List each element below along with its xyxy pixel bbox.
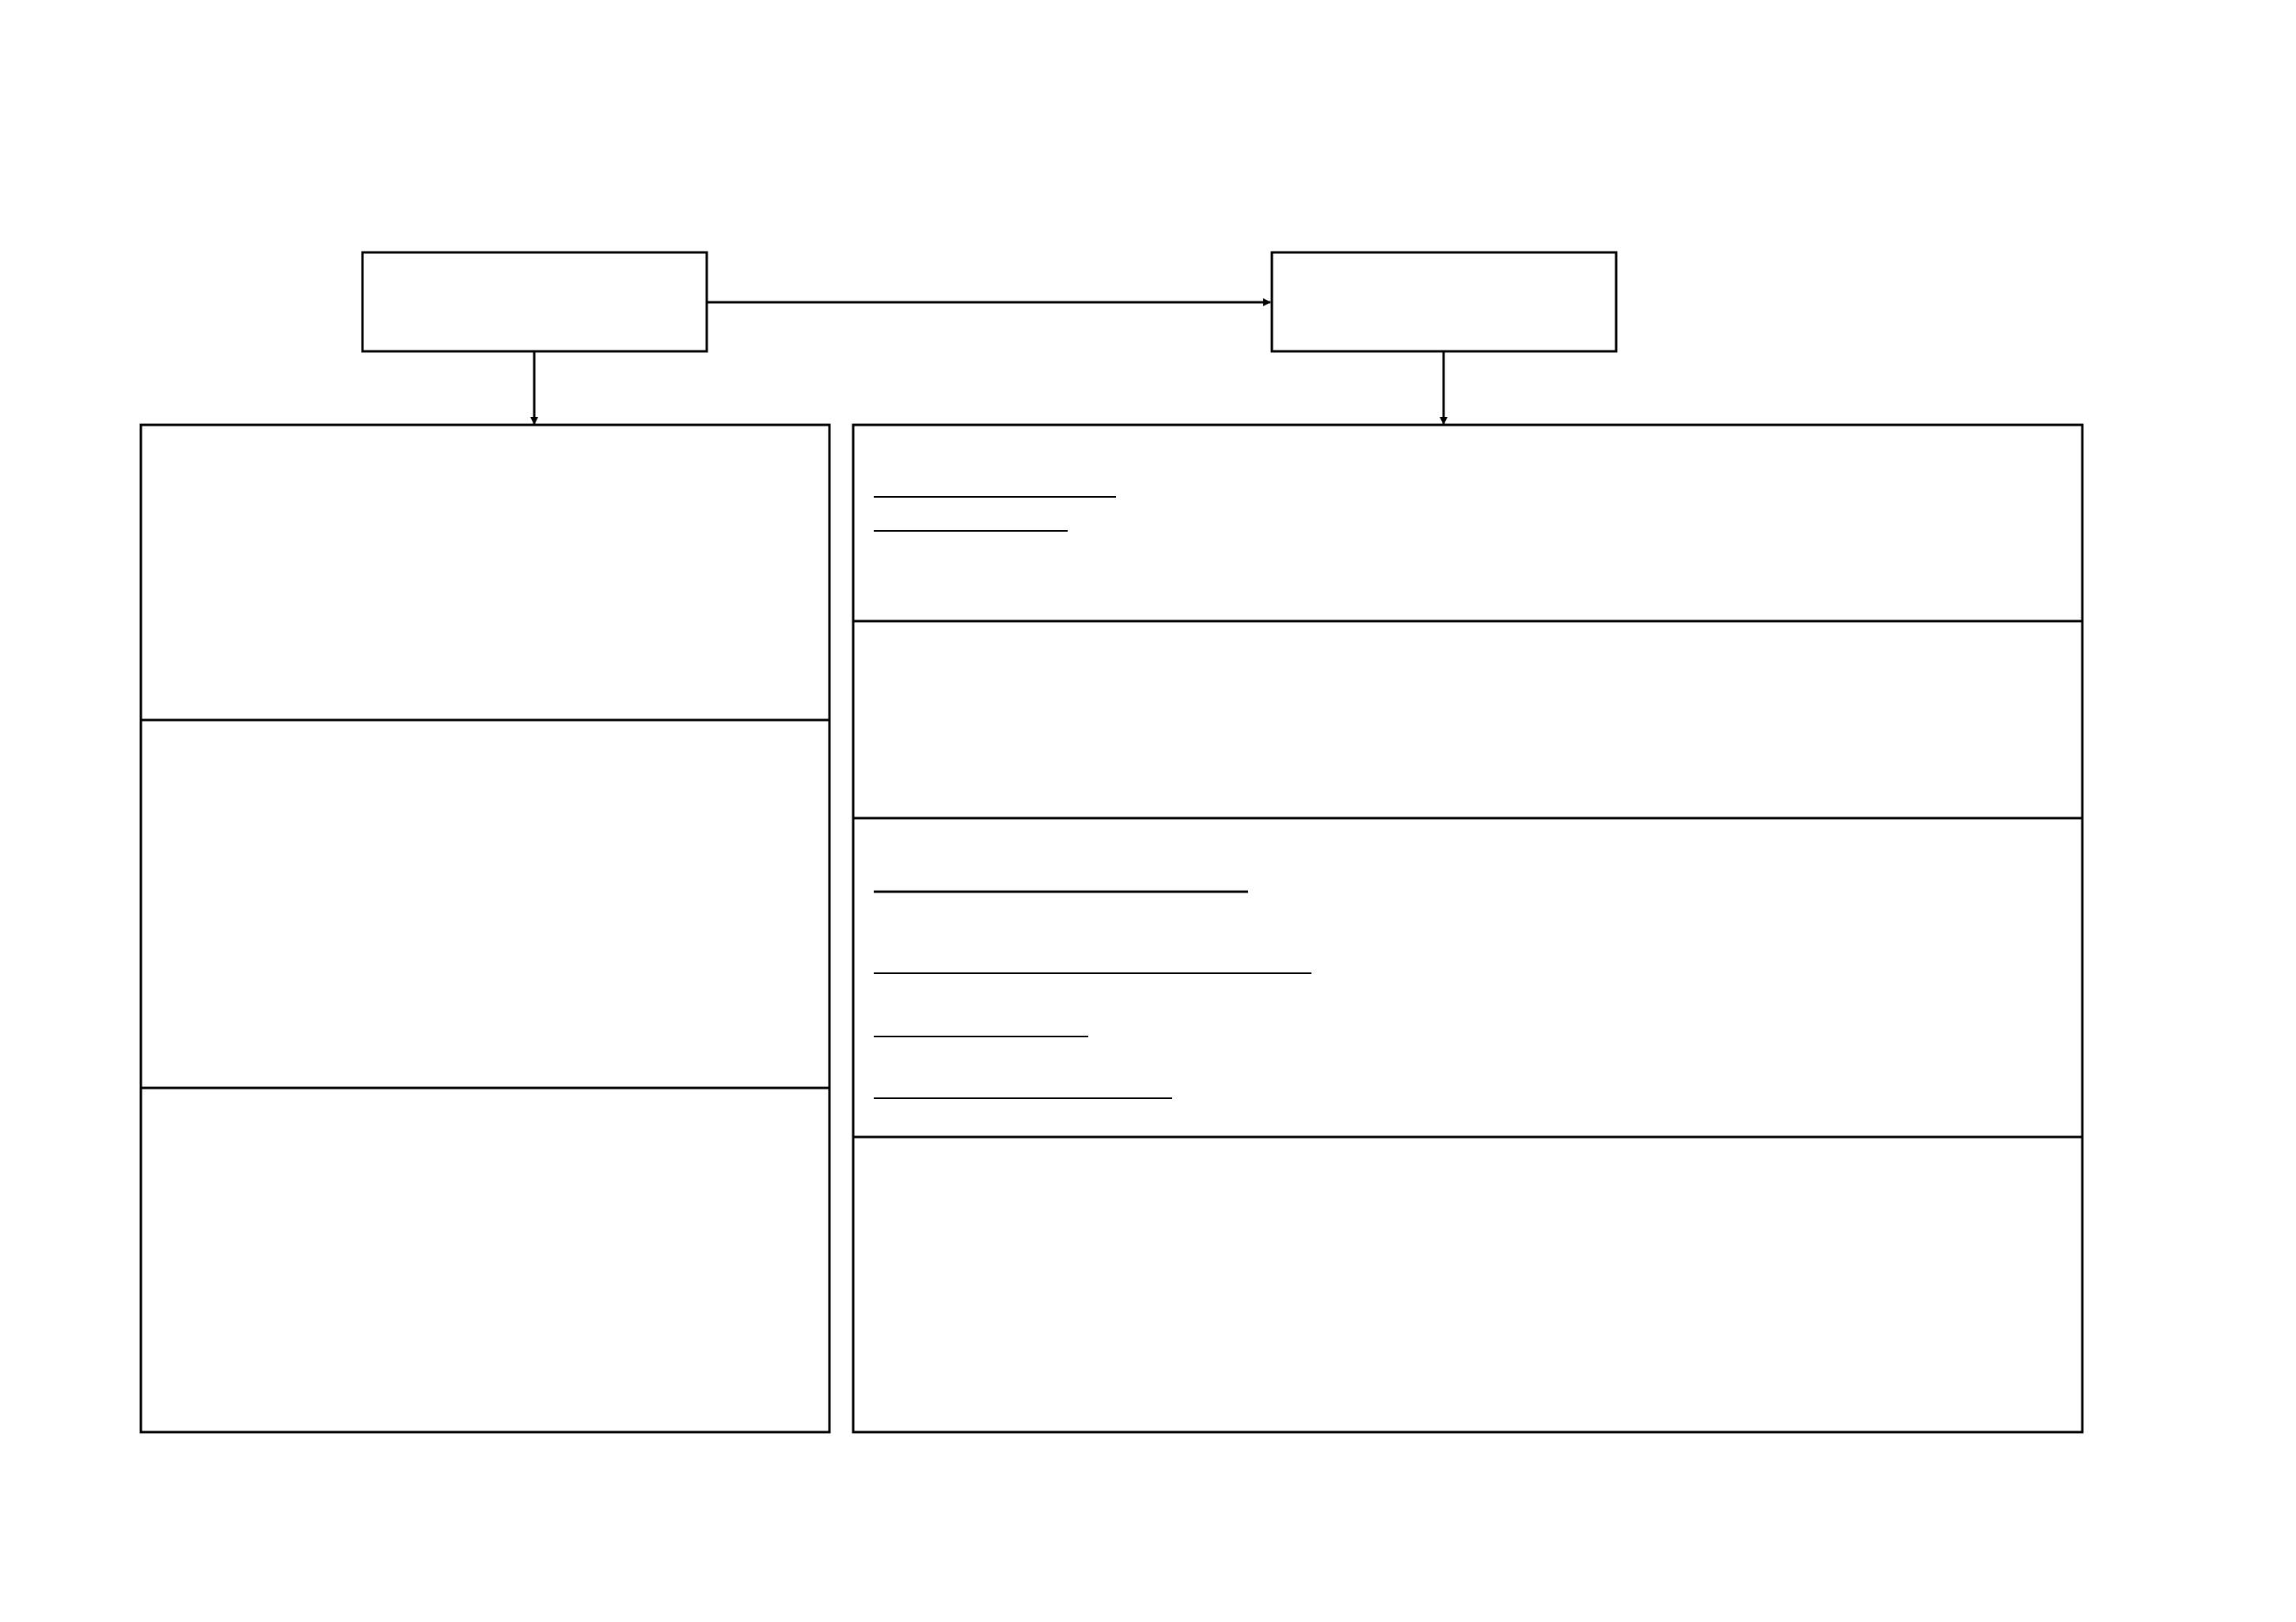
top-right-box <box>1270 251 1618 353</box>
left-panel <box>139 423 831 1434</box>
top-left-box <box>361 251 708 353</box>
right-panel <box>852 423 2084 1434</box>
